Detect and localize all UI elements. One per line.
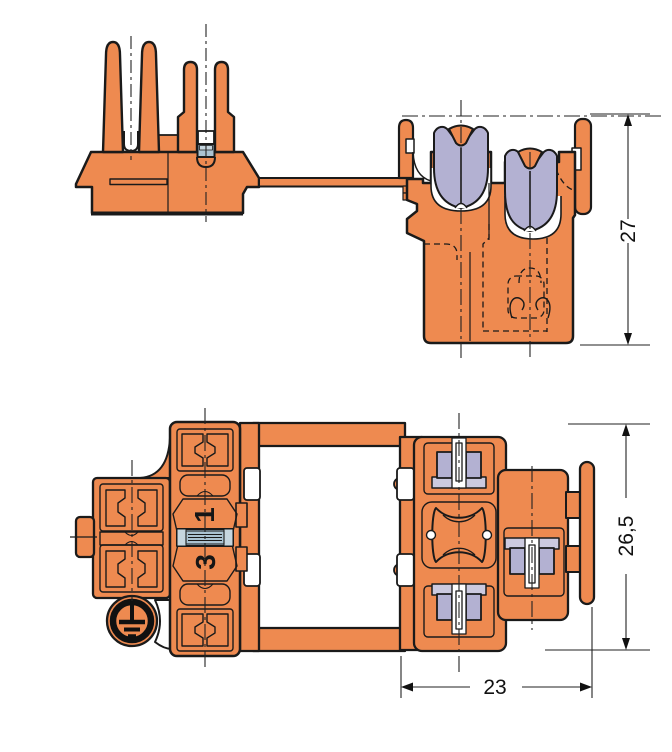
- plan-bottom-rail: [251, 626, 407, 653]
- plan-view: [70, 408, 596, 676]
- side-view-slot: [109, 178, 168, 186]
- arrow-down-icon: [622, 638, 630, 650]
- dimension-23: 23: [400, 607, 593, 699]
- arrow-up-icon: [622, 424, 630, 436]
- pole-number-3: 3: [190, 554, 221, 570]
- arrow-down-icon: [624, 333, 632, 345]
- dimension-label-27: 27: [617, 219, 640, 242]
- side-view-prong-3: [176, 60, 199, 154]
- arrow-right-icon: [580, 682, 592, 692]
- protective-earth-icon: [109, 598, 155, 644]
- pole-number-1: 1: [189, 507, 220, 523]
- contact-right: [504, 537, 560, 589]
- plan-left-wall: [238, 421, 261, 653]
- section-view: [397, 100, 664, 358]
- arrow-left-icon: [401, 682, 413, 692]
- side-view-prong-1: [101, 40, 125, 154]
- dimension-label-23: 23: [483, 676, 506, 699]
- plan-right-tab: [578, 460, 596, 606]
- side-view-prong-2: [137, 40, 161, 154]
- arrow-up-icon: [624, 114, 632, 126]
- dimension-label-26-5: 26,5: [615, 516, 638, 557]
- side-view: [74, 24, 408, 222]
- dimension-27: 27: [580, 113, 650, 346]
- spring-clamp-right: [504, 147, 558, 232]
- dimension-26-5: 26,5: [545, 423, 650, 651]
- side-view-prong-4: [213, 60, 236, 154]
- plan-top-rail: [251, 421, 407, 448]
- side-view-strip: [258, 177, 408, 188]
